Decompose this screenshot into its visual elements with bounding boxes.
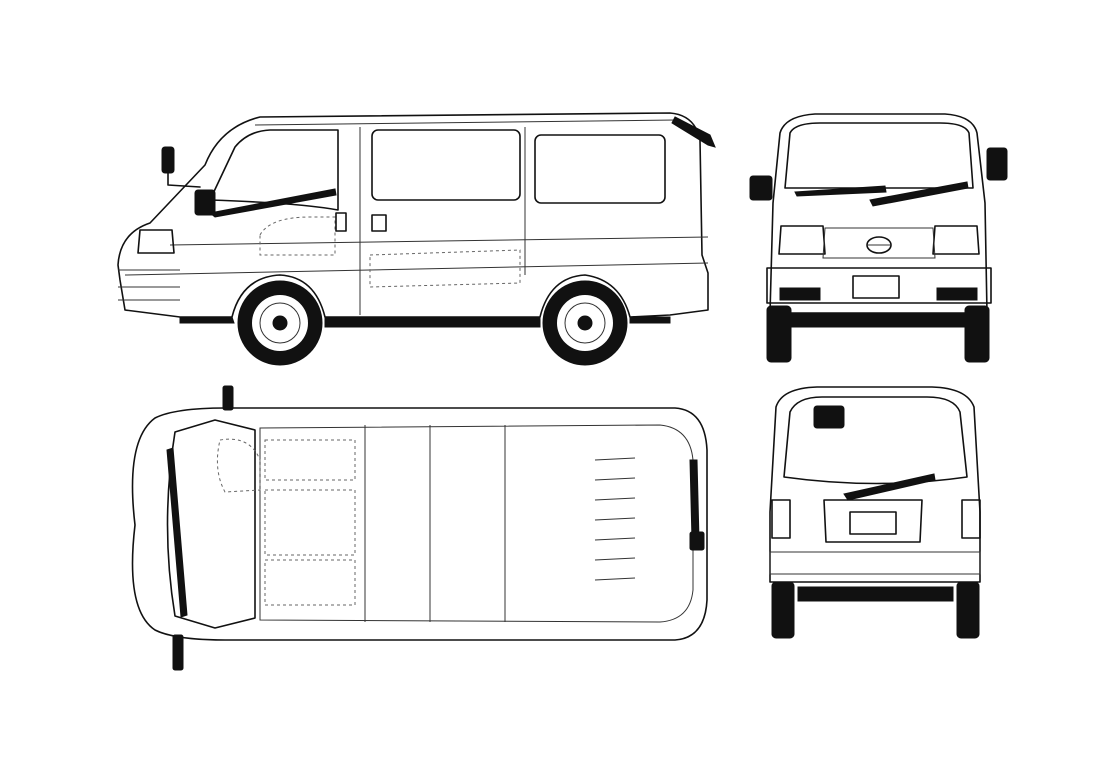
side-wiper: [208, 188, 337, 218]
rear-plate-recess: [823, 499, 923, 543]
front-fog-left: [779, 287, 821, 301]
front-plate: [852, 275, 900, 299]
rear-body-outline: [769, 386, 981, 583]
side-rear-spoiler: [671, 116, 716, 148]
rear-tyre-left: [771, 581, 795, 639]
top-view: [115, 380, 720, 675]
rear-plate: [849, 511, 897, 535]
top-seat-row3: [264, 559, 356, 606]
front-headlight-right: [932, 225, 980, 255]
rear-bumper: [769, 551, 981, 575]
side-front-door-handle: [335, 212, 347, 232]
front-grille: [822, 227, 936, 259]
top-mirror-right: [172, 634, 184, 671]
top-seat-row1: [264, 439, 356, 481]
side-front-wheel: [237, 280, 323, 366]
side-mirror-arm: [167, 172, 201, 188]
badge-emblem-icon: [866, 236, 892, 254]
front-fog-right: [936, 287, 978, 301]
front-bumper: [766, 267, 992, 304]
rear-underbody: [797, 586, 954, 602]
side-seat-outline: [259, 216, 336, 256]
side-mirror: [161, 146, 175, 174]
side-roof-line: [254, 119, 676, 126]
side-headlight: [137, 229, 175, 254]
front-view: [745, 108, 1015, 370]
front-mirror-left: [749, 175, 773, 201]
side-rear-wheel: [542, 280, 628, 366]
side-slide-door-handle: [371, 214, 387, 232]
front-mirror-right: [986, 147, 1008, 181]
top-roof-panel: [259, 424, 694, 623]
side-rear-window: [534, 134, 666, 204]
top-body-outline: [131, 407, 708, 641]
side-bench-outline: [369, 249, 521, 288]
front-underbody: [790, 312, 966, 328]
side-front-window: [209, 129, 339, 211]
front-headlight-left: [778, 225, 826, 255]
rear-lamp-right: [961, 499, 981, 539]
side-front-bumper: [118, 269, 180, 301]
top-seat-row2: [264, 489, 356, 556]
rear-mirror: [813, 405, 845, 429]
front-body-outline: [769, 113, 988, 314]
front-tyre-right: [964, 305, 990, 363]
front-wiper-left: [794, 185, 887, 197]
top-rear-vents: [594, 457, 636, 581]
side-rocker-panels: [179, 316, 671, 328]
rear-tyre-right: [956, 581, 980, 639]
front-wiper-right: [869, 181, 969, 207]
front-view-drawing: [749, 113, 1008, 363]
rear-view: [762, 382, 990, 644]
front-windshield: [784, 122, 974, 189]
rear-window: [783, 396, 968, 485]
side-body-crease: [169, 236, 709, 246]
side-body-outline: [117, 112, 709, 318]
rear-lamp-left: [771, 499, 791, 539]
top-rear-mirror: [689, 531, 705, 551]
top-front-wiper: [166, 447, 188, 618]
side-mirror-base: [194, 189, 216, 216]
top-view-drawing: [131, 385, 708, 671]
top-rear-wiper: [689, 459, 700, 541]
top-seat-driver: [216, 438, 261, 493]
side-middle-window: [371, 129, 521, 201]
side-belt-line: [124, 262, 709, 276]
rear-view-drawing: [769, 386, 981, 639]
side-view-drawing: [117, 112, 716, 366]
front-tyre-left: [766, 305, 792, 363]
rear-wiper: [843, 473, 936, 501]
side-view: [110, 105, 720, 370]
top-mirror-left: [222, 385, 234, 411]
